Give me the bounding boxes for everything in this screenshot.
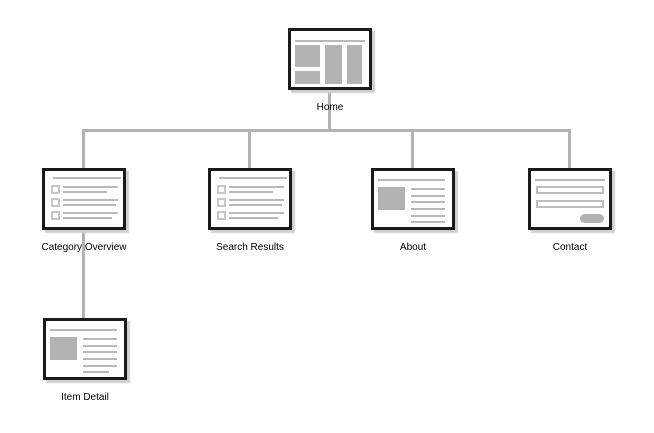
node-label-search-results: Search Results — [216, 242, 284, 253]
wireframe-text-line — [229, 191, 273, 193]
wireframe-text-line — [229, 186, 284, 188]
wireframe-column-block — [325, 45, 342, 84]
wireframe-text-line — [411, 215, 445, 217]
wireframe-header-bar — [378, 179, 445, 181]
wireframe-text-line — [229, 199, 284, 201]
contact-thumbnail[interactable] — [528, 168, 612, 230]
wireframe-text-line — [83, 365, 117, 367]
node-label-item-detail: Item Detail — [61, 392, 109, 403]
node-item-detail[interactable]: Item Detail — [43, 318, 127, 403]
category-overview-thumbnail[interactable] — [42, 168, 126, 230]
wireframe-text-line — [411, 208, 445, 210]
wireframe-checkbox-square — [217, 198, 226, 207]
node-contact[interactable]: Contact — [528, 168, 612, 253]
node-label-category-overview: Category Overview — [41, 242, 127, 253]
wireframe-list-row — [217, 198, 287, 208]
wireframe-list-row — [51, 211, 121, 221]
node-about[interactable]: About — [371, 168, 455, 253]
wireframe-checkbox-square — [217, 211, 226, 220]
connector-drop-category-overview — [82, 129, 85, 168]
wireframe-list-row — [51, 185, 121, 195]
wireframe-list-row — [51, 198, 121, 208]
wireframe-text-line — [229, 217, 278, 219]
item-detail-thumbnail[interactable] — [43, 318, 127, 380]
about-thumbnail[interactable] — [371, 168, 455, 230]
wireframe-list-row — [217, 185, 287, 195]
node-label-home: Home — [316, 102, 344, 113]
wireframe-image-block — [50, 337, 77, 360]
connector-home-drop — [328, 90, 331, 132]
wireframe-sub-block — [295, 71, 320, 84]
connector-category-to-item-detail — [82, 230, 85, 318]
node-label-contact: Contact — [552, 242, 588, 253]
wireframe-list-row — [217, 211, 287, 221]
wireframe-checkbox-square — [217, 185, 226, 194]
wireframe-checkbox-square — [51, 185, 60, 194]
wireframe-header-bar — [53, 177, 121, 179]
connector-drop-contact — [568, 129, 571, 168]
wireframe-text-line — [63, 199, 118, 201]
node-search-results[interactable]: Search Results — [208, 168, 292, 253]
wireframe-text-line — [63, 212, 118, 214]
wireframe-text-line — [63, 186, 118, 188]
wireframe-text-line — [83, 358, 117, 360]
wireframe-text-line — [83, 371, 109, 373]
wireframe-text-line — [229, 212, 284, 214]
node-home[interactable]: Home — [288, 28, 372, 113]
connector-children-horizontal — [82, 129, 571, 132]
connector-drop-about — [411, 129, 414, 168]
wireframe-header-bar — [50, 329, 117, 331]
wireframe-text-line — [229, 204, 282, 206]
connector-drop-search-results — [248, 129, 251, 168]
node-category-overview[interactable]: Category Overview — [41, 168, 127, 253]
wireframe-header-bar — [535, 179, 605, 181]
wireframe-image-block — [378, 187, 405, 210]
wireframe-header-bar — [219, 177, 287, 179]
wireframe-text-line — [411, 188, 445, 190]
wireframe-input-field — [536, 186, 604, 194]
wireframe-text-line — [63, 204, 116, 206]
wireframe-text-line — [411, 195, 445, 197]
wireframe-input-field — [536, 200, 604, 208]
wireframe-text-line — [411, 221, 445, 223]
wireframe-header-bar — [295, 40, 365, 42]
wireframe-text-line — [83, 338, 117, 340]
wireframe-sidebar-block — [347, 45, 362, 84]
wireframe-text-line — [83, 345, 117, 347]
wireframe-text-line — [83, 351, 117, 353]
wireframe-checkbox-square — [51, 211, 60, 220]
search-results-thumbnail[interactable] — [208, 168, 292, 230]
wireframe-text-line — [63, 191, 107, 193]
wireframe-text-line — [411, 201, 445, 203]
wireframe-submit-button — [580, 214, 604, 223]
wireframe-hero-block — [295, 45, 320, 67]
home-page-thumbnail[interactable] — [288, 28, 372, 90]
node-label-about: About — [399, 242, 427, 253]
wireframe-checkbox-square — [51, 198, 60, 207]
wireframe-text-line — [63, 217, 112, 219]
